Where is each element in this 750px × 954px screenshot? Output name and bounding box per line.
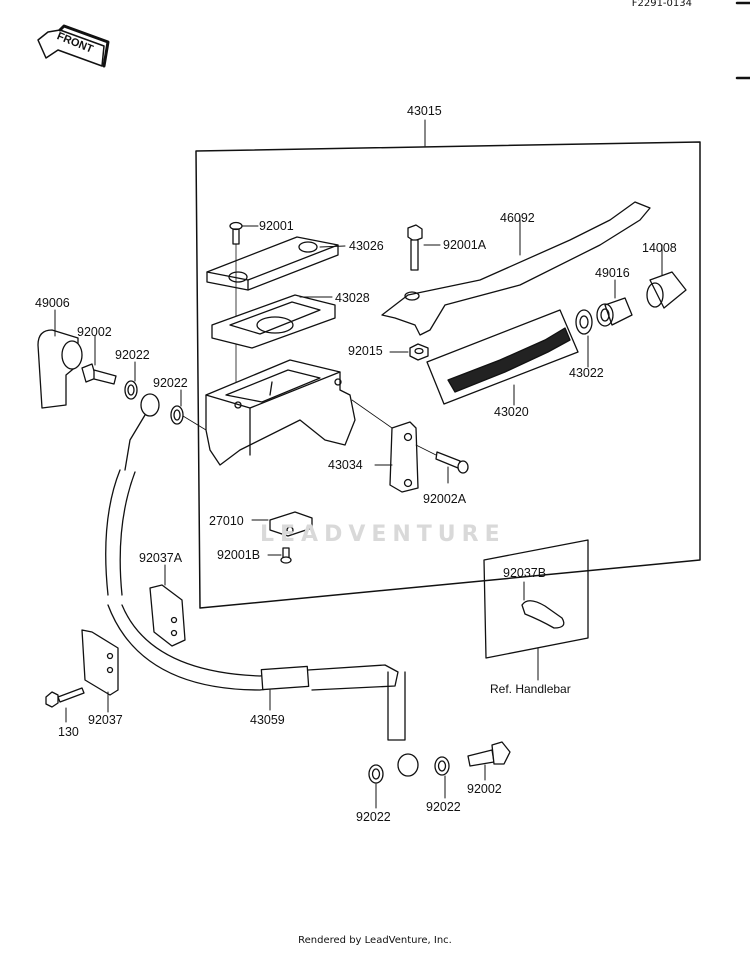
screw-92001B <box>267 547 292 564</box>
banjo-cover-49006 <box>37 309 83 409</box>
part-label-49006[interactable]: 49006 <box>35 296 70 310</box>
part-label-92037[interactable]: 92037 <box>88 713 123 727</box>
part-label-43022[interactable]: 43022 <box>569 366 604 380</box>
part-label-43026[interactable]: 43026 <box>349 239 384 253</box>
banjo-bolt-92002-bottom <box>467 741 511 781</box>
part-label-49016[interactable]: 49016 <box>595 266 630 280</box>
washer-92022-a <box>124 361 138 400</box>
watermark: LEADVENTURE <box>260 522 506 547</box>
washer-92022-b <box>170 389 207 431</box>
part-label-92015[interactable]: 92015 <box>348 344 383 358</box>
washer-92022-c <box>368 764 384 809</box>
part-label-14008[interactable]: 14008 <box>642 241 677 255</box>
part-label-43059[interactable]: 43059 <box>250 713 285 727</box>
boot-14008 <box>646 244 687 309</box>
part-label-92001B[interactable]: 92001B <box>217 548 261 562</box>
part-label-92022-b[interactable]: 92022 <box>153 376 188 390</box>
piston-kit-43020 <box>426 309 579 406</box>
reservoir-cap-43026 <box>206 236 346 291</box>
part-label-92022-d[interactable]: 92022 <box>426 800 461 814</box>
bolt-92002A <box>415 444 469 484</box>
part-label-92001[interactable]: 92001 <box>259 219 294 233</box>
part-label-92022-a[interactable]: 92022 <box>115 348 150 362</box>
part-label-43020[interactable]: 43020 <box>494 405 529 419</box>
front-arrow-icon <box>37 24 110 68</box>
bolt-130 <box>45 687 85 723</box>
bracket-92037A <box>149 564 186 647</box>
footer-credit: Rendered by LeadVenture, Inc. <box>298 935 452 946</box>
part-label-92002A[interactable]: 92002A <box>423 492 467 506</box>
assembly-frame-43015 <box>195 141 701 609</box>
part-label-92037B[interactable]: 92037B <box>503 566 547 580</box>
master-cylinder-body <box>205 359 356 466</box>
washer-92022-d <box>434 756 450 799</box>
clip-box-92037B <box>483 539 589 681</box>
part-label-27010[interactable]: 27010 <box>209 514 244 528</box>
bracket-92037 <box>81 629 119 713</box>
part-label-92002-bottom[interactable]: 92002 <box>467 782 502 796</box>
diagram-code: F2291-0134 <box>631 0 692 9</box>
lever-46092 <box>381 201 651 336</box>
part-label-46092[interactable]: 46092 <box>500 211 535 225</box>
washer-43022 <box>575 309 593 368</box>
part-label-43028[interactable]: 43028 <box>335 291 370 305</box>
nut-92015 <box>389 343 429 361</box>
part-label-92001A[interactable]: 92001A <box>443 238 487 252</box>
reference-note: Ref. Handlebar <box>490 682 571 696</box>
part-label-92002-top[interactable]: 92002 <box>77 325 112 339</box>
clamp-43034 <box>351 399 419 493</box>
seal-49016 <box>596 279 633 327</box>
part-label-130[interactable]: 130 <box>58 725 79 739</box>
switch-27010 <box>251 511 313 537</box>
banjo-bolt-92002-top <box>81 335 117 385</box>
part-label-92037A[interactable]: 92037A <box>139 551 183 565</box>
part-label-43034[interactable]: 43034 <box>328 458 363 472</box>
part-label-92022-c[interactable]: 92022 <box>356 810 391 824</box>
part-label-43015[interactable]: 43015 <box>407 104 442 118</box>
brake-hose-43059 <box>105 393 419 777</box>
bolt-92001A <box>407 224 441 271</box>
diaphragm-43028 <box>211 294 336 349</box>
